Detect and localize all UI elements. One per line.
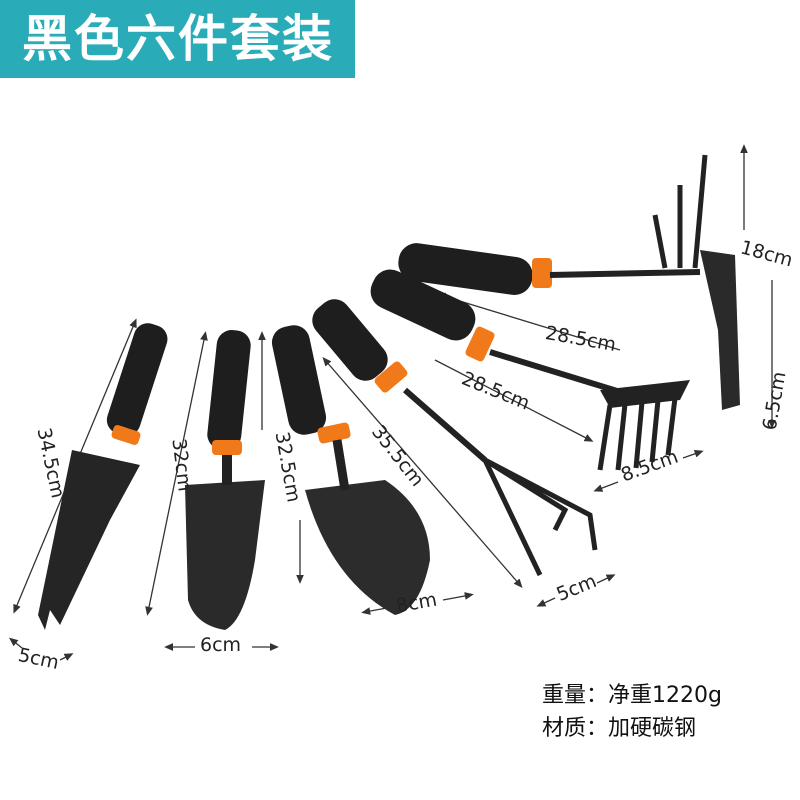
- title-banner: 黑色六件套装: [0, 0, 355, 78]
- product-title: 黑色六件套装: [22, 10, 334, 68]
- shovel: [271, 325, 430, 615]
- dim-small-trowel-width: 6cm: [200, 634, 242, 656]
- hand-cultivator: [312, 299, 598, 577]
- narrow-trowel: [38, 323, 168, 630]
- dimension-lines: [8, 144, 776, 661]
- hoe-fork: [398, 154, 740, 410]
- hand-rake: [370, 269, 690, 471]
- spec-material: 材质：加硬碳钢: [542, 716, 697, 741]
- small-trowel: [185, 330, 265, 630]
- spec-weight: 重量：净重1220g: [542, 683, 722, 708]
